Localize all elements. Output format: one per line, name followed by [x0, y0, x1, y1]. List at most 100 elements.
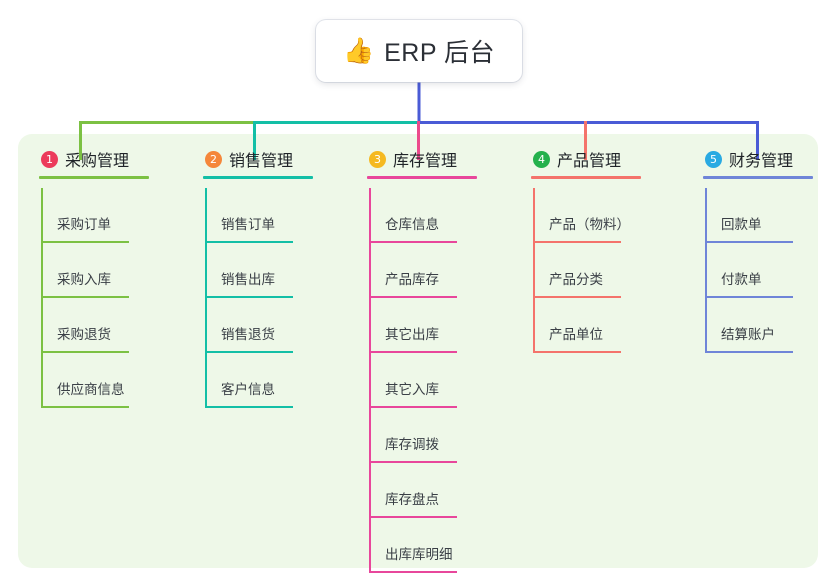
tree-item[interactable]: 出库库明细: [365, 518, 457, 573]
column-4: 4 产品管理产品（物料） 产品分类产品单位: [529, 146, 641, 353]
tree-item-rule: [41, 351, 129, 353]
tree-item-label: 产品（物料）: [549, 217, 630, 232]
column-rule-5: [703, 176, 813, 179]
tree-item-rule: [369, 406, 457, 408]
tree-item-label: 库存调拨: [385, 437, 439, 452]
column-2: 2 销售管理销售订单销售出库销售退货客户信息: [201, 146, 313, 408]
tree-item-rule: [41, 296, 129, 298]
tree-item-label: 采购订单: [57, 217, 111, 232]
tree-item-rule: [369, 516, 457, 518]
tree-item-rule: [533, 241, 621, 243]
tree-item-rule: [369, 296, 457, 298]
column-items-4: 产品（物料） 产品分类产品单位: [529, 188, 630, 353]
tree-item[interactable]: 回款单: [701, 188, 793, 243]
tree-item-label: 产品库存: [385, 272, 439, 287]
column-rule-4: [531, 176, 641, 179]
tree-item-label: 供应商信息: [57, 382, 125, 397]
tree-item-rule: [369, 571, 457, 573]
column-items-5: 回款单付款单结算账户: [701, 188, 793, 353]
tree-item[interactable]: 结算账户: [701, 298, 793, 353]
column-items-2: 销售订单销售出库销售退货客户信息: [201, 188, 293, 408]
root-node[interactable]: 👍 ERP 后台: [316, 20, 522, 82]
tree-item-label: 销售订单: [221, 217, 275, 232]
tree-item-label: 回款单: [721, 217, 762, 232]
column-header-5[interactable]: 5 财务管理: [701, 146, 813, 179]
column-header-2[interactable]: 2 销售管理: [201, 146, 313, 179]
tree-item-rule: [205, 351, 293, 353]
column-badge-4: 4: [533, 150, 550, 168]
tree-item[interactable]: 采购订单: [37, 188, 129, 243]
tree-item-label: 出库库明细: [385, 547, 453, 562]
root-title: ERP 后台: [384, 39, 496, 67]
tree-item-label: 仓库信息: [385, 217, 439, 232]
tree-item-rule: [205, 406, 293, 408]
column-header-3[interactable]: 3 库存管理: [365, 146, 477, 179]
tree-item[interactable]: 产品单位: [529, 298, 621, 353]
column-badge-2: 2: [205, 150, 222, 168]
tree-item-rule: [705, 351, 793, 353]
column-items-1: 采购订单采购入库采购退货供应商信息: [37, 188, 129, 408]
column-badge-5: 5: [705, 150, 722, 168]
thumbs-up-icon: 👍: [342, 36, 375, 65]
tree-item-rule: [369, 351, 457, 353]
tree-item-rule: [369, 461, 457, 463]
tree-item[interactable]: 产品（物料）: [529, 188, 630, 243]
column-rule-2: [203, 176, 313, 179]
tree-item-rule: [205, 296, 293, 298]
tree-item-rule: [705, 296, 793, 298]
tree-item-rule: [41, 241, 129, 243]
column-title-2: 销售管理: [229, 153, 294, 170]
column-rule-3: [367, 176, 477, 179]
column-spine-2: [205, 188, 207, 408]
column-spine-5: [705, 188, 707, 353]
tree-item[interactable]: 销售出库: [201, 243, 293, 298]
tree-item-label: 付款单: [721, 272, 762, 287]
tree-item-label: 库存盘点: [385, 492, 439, 507]
tree-item[interactable]: 销售订单: [201, 188, 293, 243]
tree-item[interactable]: 其它出库: [365, 298, 457, 353]
tree-item[interactable]: 采购退货: [37, 298, 129, 353]
column-spine-4: [533, 188, 535, 353]
column-spine-3: [369, 188, 371, 573]
tree-item[interactable]: 产品库存: [365, 243, 457, 298]
column-rule-1: [39, 176, 149, 179]
tree-item-rule: [533, 351, 621, 353]
tree-item-label: 结算账户: [721, 327, 775, 342]
tree-item[interactable]: 供应商信息: [37, 353, 129, 408]
column-5: 5 财务管理回款单付款单结算账户: [701, 146, 813, 353]
tree-item[interactable]: 其它入库: [365, 353, 457, 408]
column-3: 3 库存管理仓库信息产品库存其它出库其它入库库存调拨库存盘点出库库明细: [365, 146, 477, 573]
tree-item-rule: [533, 296, 621, 298]
tree-item-label: 产品单位: [549, 327, 603, 342]
column-title-3: 库存管理: [393, 153, 458, 170]
tree-item[interactable]: 库存盘点: [365, 463, 457, 518]
tree-item-label: 其它入库: [385, 382, 439, 397]
tree-item-label: 采购入库: [57, 272, 111, 287]
column-spine-1: [41, 188, 43, 408]
column-title-5: 财务管理: [729, 153, 794, 170]
tree-item-label: 客户信息: [221, 382, 275, 397]
tree-item-label: 销售出库: [221, 272, 275, 287]
column-title-4: 产品管理: [557, 153, 622, 170]
tree-item[interactable]: 付款单: [701, 243, 793, 298]
column-header-4[interactable]: 4 产品管理: [529, 146, 641, 179]
column-items-3: 仓库信息产品库存其它出库其它入库库存调拨库存盘点出库库明细: [365, 188, 457, 573]
tree-item[interactable]: 仓库信息: [365, 188, 457, 243]
tree-item-rule: [41, 406, 129, 408]
tree-item-label: 产品分类: [549, 272, 603, 287]
column-badge-3: 3: [369, 150, 386, 168]
tree-item[interactable]: 采购入库: [37, 243, 129, 298]
diagram-panel: [18, 134, 818, 568]
tree-item[interactable]: 客户信息: [201, 353, 293, 408]
tree-item[interactable]: 销售退货: [201, 298, 293, 353]
tree-item-rule: [369, 241, 457, 243]
column-title-1: 采购管理: [65, 153, 130, 170]
tree-item[interactable]: 产品分类: [529, 243, 621, 298]
tree-item-rule: [205, 241, 293, 243]
tree-item-label: 其它出库: [385, 327, 439, 342]
tree-item-label: 销售退货: [221, 327, 275, 342]
tree-item[interactable]: 库存调拨: [365, 408, 457, 463]
